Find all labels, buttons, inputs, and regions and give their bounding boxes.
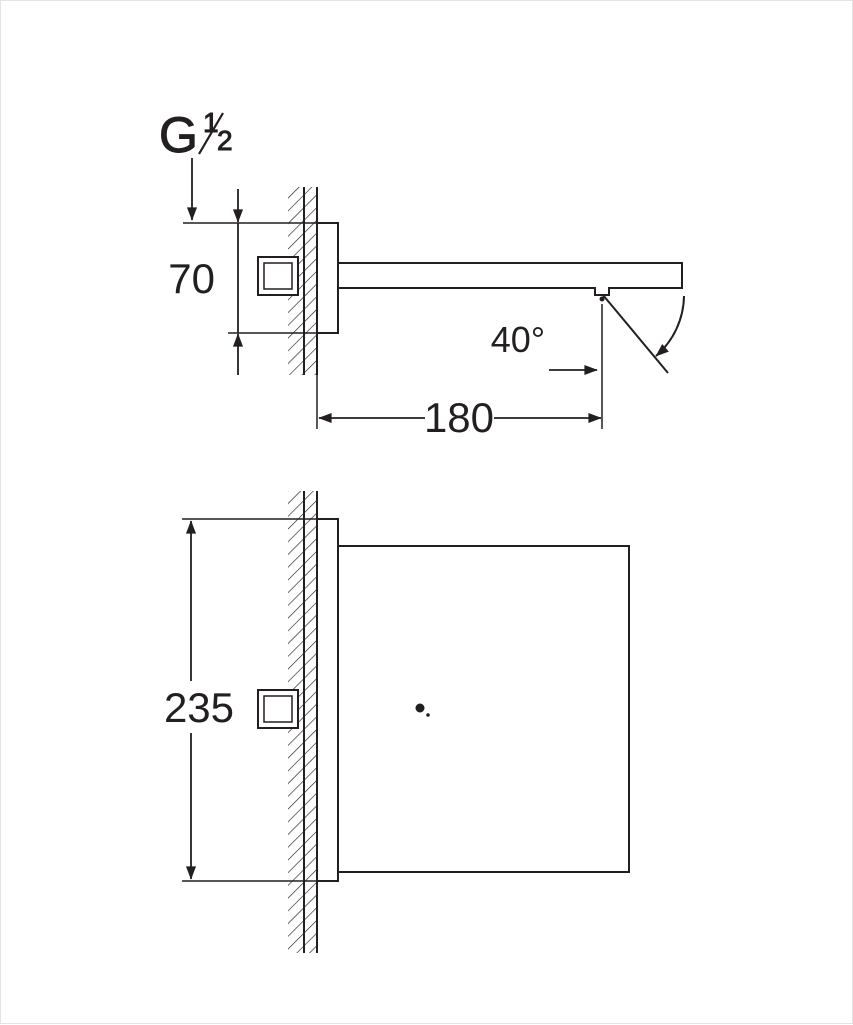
thread-connector-inner <box>263 695 293 723</box>
escutcheon-plate <box>316 518 339 882</box>
stream-angle-arc <box>655 295 685 357</box>
thread-size-label-g: G <box>159 107 198 163</box>
escutcheon-plate <box>316 222 339 334</box>
side-elevation-view: G 1 2 70 40° 180 <box>159 107 685 441</box>
spout-body <box>337 262 683 296</box>
stream-direction-line <box>602 294 669 374</box>
stream-angle-label: 40° <box>491 319 545 360</box>
overall-height-label: 235 <box>164 684 234 731</box>
plan-view: 235 <box>164 491 630 953</box>
thread-connector-inner <box>263 262 293 290</box>
outlet-dot <box>415 703 425 713</box>
thread-size-numerator: 1 <box>203 107 219 138</box>
projection-label: 180 <box>424 394 494 441</box>
outlet-dot-small <box>426 713 430 717</box>
fraction-slash <box>198 112 224 155</box>
thread-size-denominator: 2 <box>217 125 233 156</box>
plate-height-label: 70 <box>168 255 215 302</box>
spout-body-plan <box>337 545 630 873</box>
water-droplet <box>599 296 605 302</box>
